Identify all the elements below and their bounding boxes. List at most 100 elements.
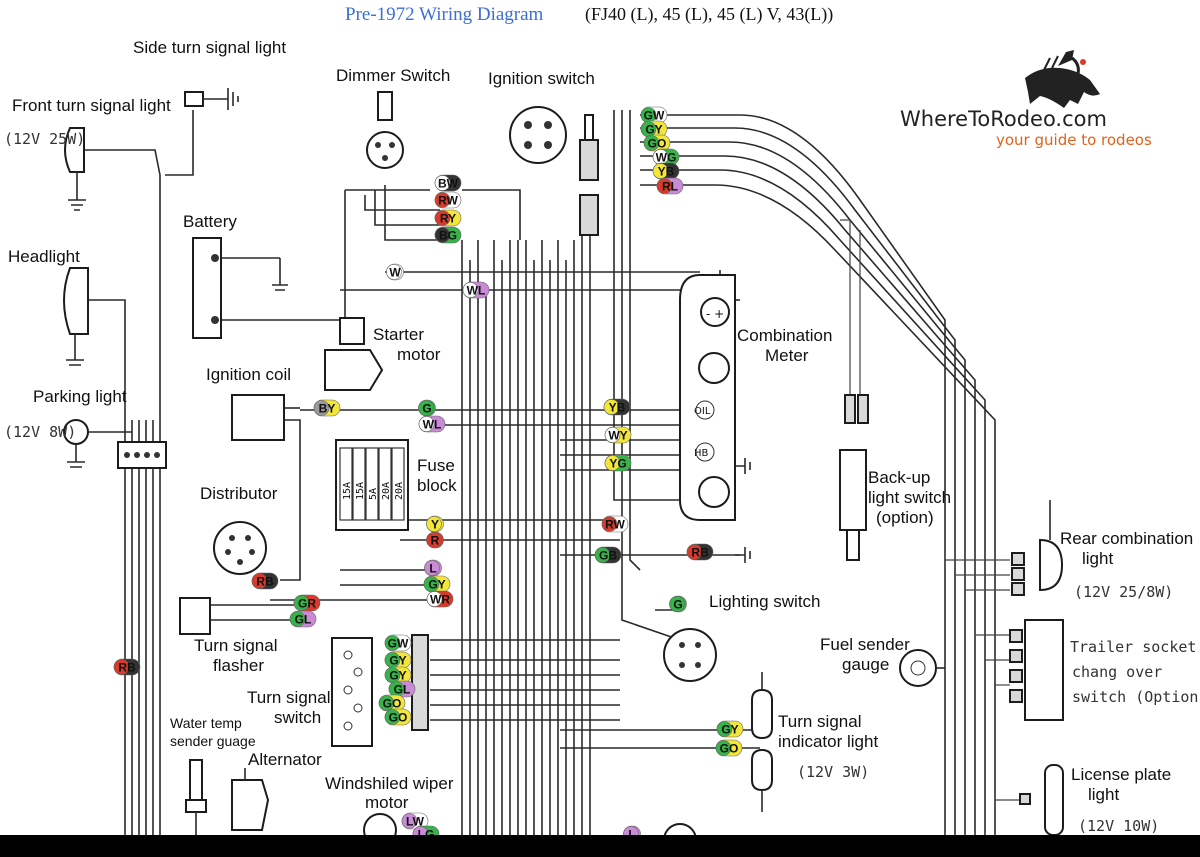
wire-tag-r: R — [426, 531, 444, 549]
flasher-label-line1: Turn signal — [194, 636, 277, 655]
wire-tag-label: RB — [691, 546, 709, 560]
wire-tag-gy: GY — [716, 720, 744, 738]
headlight-icon — [63, 267, 89, 366]
turn-signal-switch-label-line2: switch — [274, 708, 321, 727]
wire-tag-label: RB — [256, 575, 274, 589]
wire-tag-gy: GY — [423, 575, 451, 593]
starter-label-line2: motor — [397, 345, 441, 364]
backup-switch-label-line1: Back-up — [868, 468, 930, 487]
logo-tagline: your guide to rodeos — [996, 131, 1152, 149]
wire-tag-by: BY — [313, 399, 341, 417]
wire-tag-gy: GY — [384, 666, 412, 684]
front-turn-signal-label: Front turn signal light — [12, 96, 171, 115]
ignition-coil-label: Ignition coil — [206, 365, 291, 384]
wire-harness — [85, 110, 1025, 840]
wire-tag-bg: BG — [434, 226, 462, 244]
wire-tag-label: G — [422, 402, 431, 416]
wire-tag-l: L — [424, 559, 442, 577]
battery-label: Battery — [183, 212, 237, 231]
wire-tag-label: YB — [658, 165, 675, 179]
license-plate-label-line1: License plate — [1071, 765, 1171, 784]
combination-meter-icon: - + OIL HB — [679, 274, 751, 563]
wire-tag-rb: RB — [251, 572, 279, 590]
wire-tag-wl: WL — [418, 415, 446, 433]
lighting-switch-icon — [663, 628, 717, 682]
dimmer-switch-icon — [366, 91, 404, 169]
wire-tag-wg: WG — [652, 148, 680, 166]
front-turn-signal-spec: (12V 25W) — [4, 130, 85, 148]
rear-combination-label-line2: light — [1082, 549, 1113, 568]
wire-tag-wy: WY — [604, 426, 632, 444]
wire-tag-label: R — [431, 534, 440, 548]
wire-tag-label: BG — [439, 229, 457, 243]
wire-tag-label: GY — [721, 723, 738, 737]
license-plate-light-icon — [1019, 764, 1064, 836]
wire-tag-gw: GW — [640, 106, 668, 124]
backup-light-switch-icon — [839, 394, 869, 561]
parking-light-label: Parking light — [33, 387, 127, 406]
dimmer-switch-label: Dimmer Switch — [336, 66, 450, 85]
wire-tag-lw: LW — [401, 812, 429, 830]
backup-switch-label-line3: (option) — [876, 508, 934, 527]
wire-tag-label: RY — [440, 212, 456, 226]
wire-tag-go: GO — [384, 708, 412, 726]
turn-signal-indicator-spec: (12V 3W) — [797, 763, 869, 781]
combination-meter-label-line2: Meter — [765, 346, 809, 365]
svg-text:- +: - + — [706, 307, 724, 321]
wire-tag-wr: WR — [426, 590, 454, 608]
wire-tag-label: GL — [295, 613, 312, 627]
wire-tag-rl: RL — [656, 177, 684, 195]
turn-signal-switch-icon — [331, 634, 429, 747]
front-turn-signal-light-icon — [64, 127, 86, 211]
wire-tag-label: W — [389, 266, 401, 280]
combination-meter-label-line1: Combination — [737, 326, 832, 345]
rear-combination-spec: (12V 25/8W) — [1074, 583, 1173, 601]
logo-name: WhereToRodeo.com — [900, 107, 1107, 131]
wire-tag-rw: RW — [434, 191, 462, 209]
wire-tag-g: G — [669, 595, 687, 613]
turn-signal-indicator-light-icon — [751, 672, 773, 812]
wire-tag-label: GO — [383, 697, 402, 711]
wire-tag-label: Y — [431, 518, 439, 532]
wire-tag-label: GY — [389, 654, 406, 668]
trailer-label-line3: switch (Option) — [1072, 688, 1200, 706]
wire-tag-label: GO — [648, 137, 667, 151]
backup-switch-label-line2: light switch — [868, 488, 951, 507]
wire-tag-label: GO — [720, 742, 739, 756]
wire-tag-w: W — [386, 263, 404, 281]
wire-tag-label: BY — [319, 402, 336, 416]
alternator-label: Alternator — [248, 750, 322, 769]
wire-tag-label: LW — [406, 815, 425, 829]
wire-tag-label: RW — [438, 194, 458, 208]
wire-tag-label: BW — [438, 177, 459, 191]
turn-signal-switch-label-line1: Turn signal — [247, 688, 330, 707]
flasher-label-line2: flasher — [213, 656, 264, 675]
wire-tag-label: G — [673, 598, 682, 612]
wire-tag-go: GO — [643, 134, 671, 152]
wire-tag-label: YB — [609, 401, 626, 415]
wire-tag-label: GY — [428, 578, 445, 592]
turn-signal-indicator-label-line1: Turn signal — [778, 712, 861, 731]
wire-tag-rw: RW — [601, 515, 629, 533]
fuse-label: 20A — [394, 482, 405, 500]
wire-tag-label: WY — [608, 429, 627, 443]
wire-tag-gl: GL — [388, 680, 416, 698]
fuse-block-label-line1: Fuse — [417, 456, 455, 475]
wire-tag-yg: YG — [604, 454, 632, 472]
wire-tag-label: WL — [423, 418, 442, 432]
ignition-switch-icon — [509, 106, 567, 164]
wire-tag-yb: YB — [652, 162, 680, 180]
wire-tag-label: GW — [644, 109, 665, 123]
wire-tag-yb: YB — [603, 398, 631, 416]
wire-tag-label: WL — [467, 284, 486, 298]
oil-indicator-label: OIL — [694, 406, 711, 417]
fuse-label: 20A — [381, 482, 392, 500]
trailer-label-line2: chang over — [1072, 663, 1162, 681]
license-plate-label-line2: light — [1088, 785, 1119, 804]
parking-light-spec: (12V 8W) — [4, 423, 76, 441]
starter-motor-icon — [324, 317, 384, 391]
water-temp-sender-icon — [185, 759, 207, 840]
fuel-sender-gauge-icon — [899, 649, 945, 687]
wire-tag-gy: GY — [640, 120, 668, 138]
